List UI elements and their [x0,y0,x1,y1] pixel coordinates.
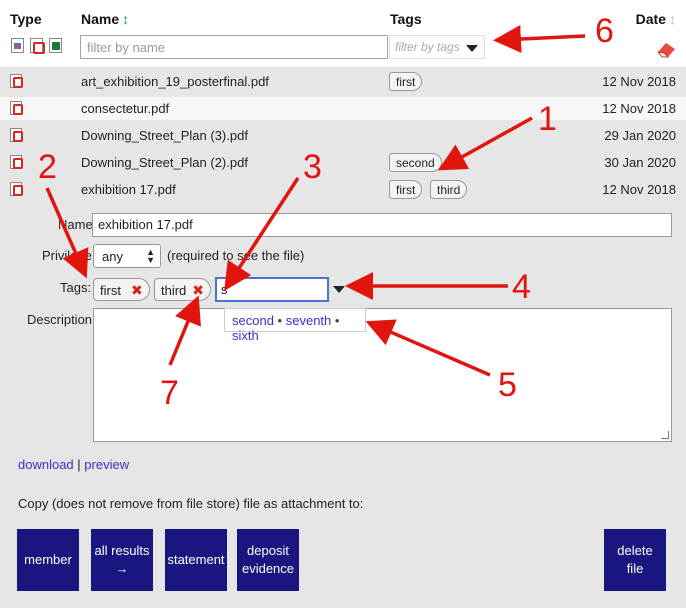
pdf-file-icon [10,128,23,142]
statement-button-label: statement [167,552,225,567]
link-separator: | [77,457,81,472]
sort-icon[interactable]: ↕ [669,11,676,27]
tag-chip-third: third ✖ [154,278,212,301]
eraser-icon[interactable] [656,40,678,58]
file-name[interactable]: Downing_Street_Plan (3).pdf [81,128,248,143]
table-row[interactable]: Downing_Street_Plan (3).pdf 29 Jan 2020 [0,124,686,147]
suggestion-second[interactable]: second [232,313,274,328]
annotation-7: 7 [160,374,179,412]
privilege-note: (required to see the file) [167,248,305,263]
annotation-6: 6 [595,12,614,50]
tags-label: Tags: [60,280,92,295]
pdf-file-icon [10,74,23,88]
all-results-label: all results [94,543,150,558]
tag-label: third [161,283,187,298]
privilege-value: any [102,249,123,264]
delete-file-button[interactable]: delete file [604,529,666,591]
description-label: Description: [27,312,96,327]
statement-button[interactable]: statement [165,529,227,591]
filter-by-tags-input[interactable]: filter by tags [389,35,485,59]
tag-chip-first: first ✖ [93,278,150,301]
file-date: 12 Nov 2018 [602,74,676,89]
file-name[interactable]: consectetur.pdf [81,101,170,116]
date-column-header[interactable]: Date↕ [636,11,676,27]
name-label: Name: [58,217,97,232]
tag-chip[interactable]: first [389,72,423,91]
table-row[interactable]: art_exhibition_19_posterfinal.pdf first … [0,70,686,93]
file-date: 30 Jan 2020 [604,155,676,170]
file-name[interactable]: art_exhibition_19_posterfinal.pdf [81,74,269,89]
file-links: download | preview [18,457,129,472]
privilege-label: Privilege: [42,248,96,263]
type-filter-icons [11,38,62,54]
deposit-label: deposit [247,543,289,558]
description-textarea[interactable] [93,308,672,442]
tags-column-header[interactable]: Tags [390,11,422,27]
file-name[interactable]: exhibition 17.pdf [81,182,176,197]
annotation-5: 5 [498,366,517,404]
evidence-label: evidence [241,561,295,576]
file-date: 12 Nov 2018 [602,101,676,116]
tag-entry-input[interactable]: s [215,277,329,302]
arrow-right-icon: → [115,561,129,576]
file-label: file [626,561,644,576]
chevron-down-icon[interactable] [466,45,478,52]
member-button-label: member [24,552,72,567]
annotation-4: 4 [512,268,531,306]
file-date: 29 Jan 2020 [604,128,676,143]
select-arrows-icon: ▲▼ [146,247,155,265]
separator: • [334,313,340,328]
spreadsheet-file-icon[interactable] [49,38,62,53]
annotation-3: 3 [303,148,322,186]
delete-label: delete [617,543,653,558]
table-row[interactable]: Downing_Street_Plan (2).pdf second 30 Ja… [0,151,686,174]
file-name[interactable]: Downing_Street_Plan (2).pdf [81,155,248,170]
name-column-header[interactable]: Name↕ [81,11,129,27]
type-column-header[interactable]: Type [10,11,42,27]
member-button[interactable]: member [17,529,79,591]
pdf-file-icon [10,101,23,115]
remove-tag-icon[interactable]: ✖ [192,282,205,298]
name-column-label: Name [81,11,120,27]
tag-label: first [100,283,121,298]
pdf-file-icon [10,182,23,196]
tag-chip[interactable]: first [389,180,423,199]
file-name-field[interactable]: exhibition 17.pdf [92,213,672,237]
tag-chip[interactable]: third [430,180,468,199]
remove-tag-icon[interactable]: ✖ [130,282,143,298]
pdf-file-icon [10,155,23,169]
all-results-button[interactable]: all results → [91,529,153,591]
file-list-header: Type Name↕ Tags Date↕ filter by tags [0,0,686,67]
copy-instructions: Copy (does not remove from file store) f… [18,496,364,511]
annotation-2: 2 [38,148,57,186]
separator: • [277,313,283,328]
file-date: 12 Nov 2018 [602,182,676,197]
tag-chip[interactable]: second [389,153,442,172]
privilege-select[interactable]: any ▲▼ [93,244,161,268]
table-row-selected[interactable]: exhibition 17.pdf first third 12 Nov 201… [0,178,686,201]
annotation-1: 1 [538,100,557,138]
deposit-evidence-button[interactable]: deposit evidence [237,529,299,591]
table-row[interactable]: consectetur.pdf 12 Nov 2018 [0,97,686,120]
filter-tags-placeholder: filter by tags [395,40,460,54]
tag-suggestions-dropdown: second • seventh • sixth [224,308,366,343]
suggestion-seventh[interactable]: seventh [285,313,332,328]
download-link[interactable]: download [18,457,74,472]
chevron-down-icon[interactable] [333,286,345,293]
filter-by-name-input[interactable] [80,35,388,59]
sort-icon[interactable]: ↕ [122,11,130,27]
image-file-icon[interactable] [11,38,24,53]
pdf-file-icon[interactable] [30,38,45,54]
date-column-label: Date [635,11,666,27]
preview-link[interactable]: preview [84,457,130,472]
suggestion-sixth[interactable]: sixth [232,328,259,343]
